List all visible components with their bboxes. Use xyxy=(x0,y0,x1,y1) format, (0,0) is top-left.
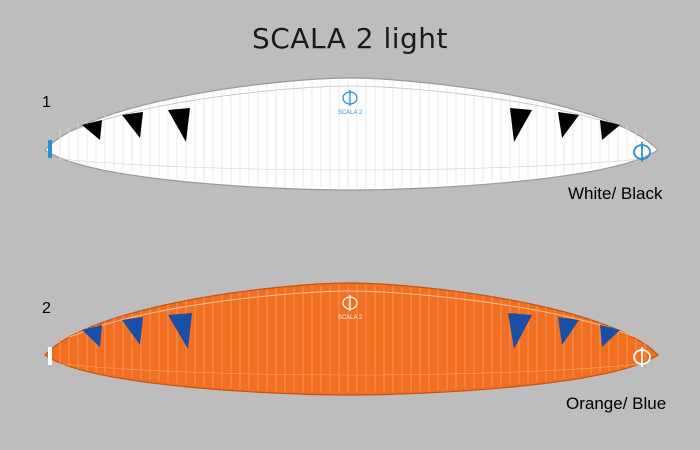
variant-number: 2 xyxy=(42,300,51,317)
page-title: SCALA 2 light xyxy=(251,22,449,55)
variant-number: 1 xyxy=(42,94,51,111)
stabilo-marking-left xyxy=(82,108,190,142)
tip-logo-right-icon xyxy=(633,142,651,162)
wing-white-black: SCALA 2 xyxy=(44,77,659,191)
variant-caption: Orange/ Blue xyxy=(566,394,667,413)
stabilo-marking-right xyxy=(508,313,620,349)
logo-text: SCALA 2 xyxy=(338,315,363,321)
variant-caption: White/ Black xyxy=(568,184,663,203)
scala-logo-icon: SCALA 2 xyxy=(338,295,363,321)
tip-logo-right-icon xyxy=(633,347,651,367)
stabilo-marking-left xyxy=(82,313,192,349)
tip-label-left xyxy=(48,140,52,158)
tip-label-left xyxy=(48,347,52,365)
wing-canopy xyxy=(44,282,659,396)
wing-orange-blue: SCALA 2 xyxy=(44,282,659,396)
wing-canopy xyxy=(44,77,659,191)
scala-logo-icon: SCALA 2 xyxy=(338,90,363,116)
stabilo-marking-right xyxy=(510,108,620,142)
logo-text: SCALA 2 xyxy=(338,110,363,116)
